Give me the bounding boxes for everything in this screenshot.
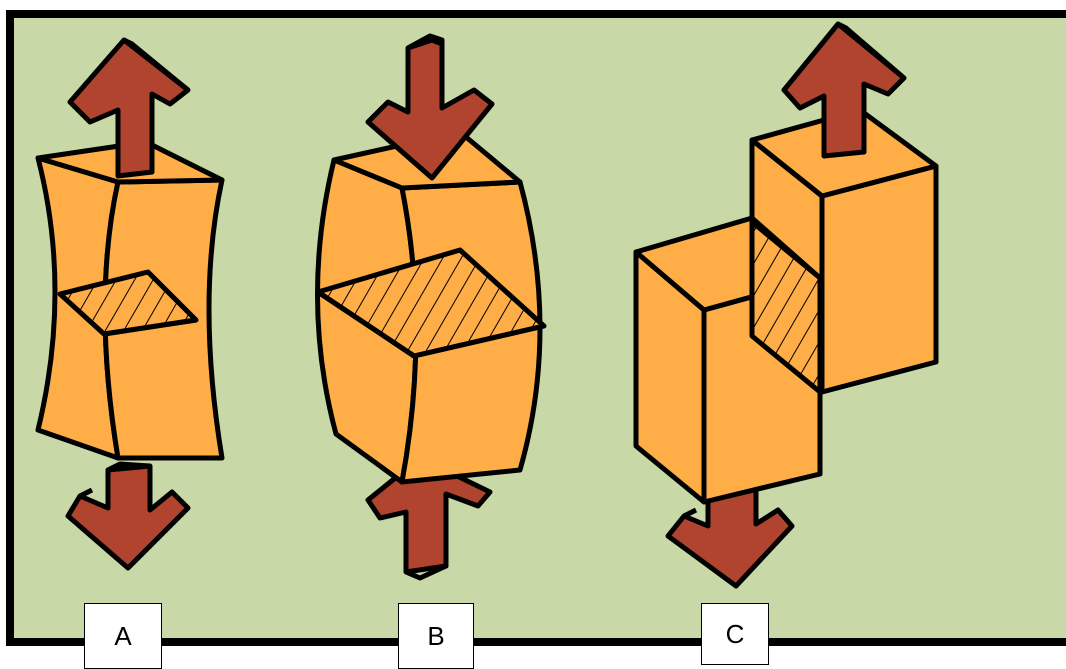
tension-figure xyxy=(35,37,225,571)
tension-block xyxy=(35,139,225,461)
compression-block xyxy=(315,129,547,485)
arrow-up-icon xyxy=(781,21,907,159)
arrow-up-icon xyxy=(67,37,191,179)
arrow-down-icon xyxy=(65,461,191,571)
arrow-down-icon xyxy=(665,471,795,589)
panel-label-a: A xyxy=(84,603,162,669)
panel-label-c: C xyxy=(701,603,769,665)
panel-label-b: B xyxy=(398,603,474,669)
shear-figure xyxy=(633,21,939,589)
arrow-down-icon xyxy=(365,33,495,181)
compression-figure xyxy=(315,33,547,581)
shear-block-lower xyxy=(633,215,823,505)
